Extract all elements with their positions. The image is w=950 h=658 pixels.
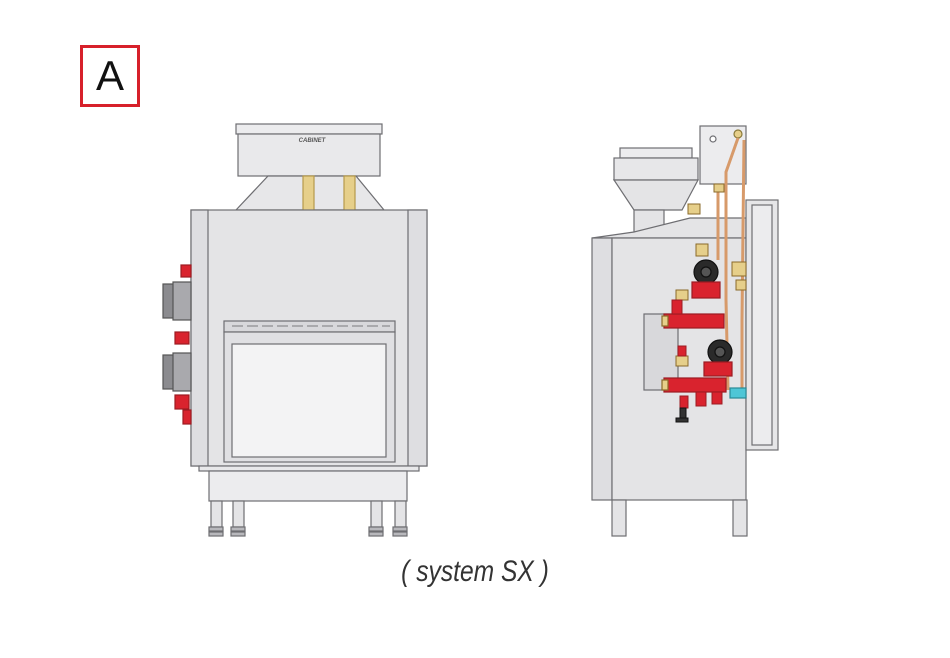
side-expansion-vent	[733, 129, 743, 139]
side-cyan-valve	[729, 387, 747, 399]
side-manifold-lower	[663, 377, 727, 393]
circulator-pump-icon	[691, 259, 721, 299]
side-hopper	[612, 179, 699, 211]
figure-caption: ( system SX )	[401, 555, 549, 588]
side-leg-front	[611, 499, 627, 537]
fireplace-side-icon	[591, 125, 779, 537]
side-expansion-knob	[709, 135, 717, 143]
side-collar	[613, 157, 699, 181]
side-collar-top	[619, 147, 693, 159]
brand-mark: CABINET	[299, 138, 327, 144]
side-body-top	[591, 217, 747, 239]
side-manifold-lower-end	[661, 379, 669, 391]
front-brass-pipe-left	[302, 175, 315, 213]
front-leg-feet	[208, 526, 408, 537]
side-rear-panel-inner	[751, 204, 773, 446]
front-body-left-strip	[190, 209, 209, 467]
side-pump-lower	[703, 339, 733, 377]
front-side-connections	[162, 264, 192, 425]
panel-label-box: A	[80, 45, 140, 107]
front-base	[208, 470, 408, 502]
side-manifold-upper	[663, 313, 725, 329]
front-door-glass	[231, 343, 387, 458]
fireplace-front-icon: CABINET	[162, 123, 428, 537]
side-manifold-upper-end	[661, 315, 669, 327]
front-brass-pipe-right	[343, 175, 356, 213]
front-legs	[210, 500, 407, 528]
front-base-lip	[198, 465, 420, 472]
front-body-right-strip	[407, 209, 428, 467]
side-red-valves	[671, 299, 723, 409]
side-body-front	[591, 237, 613, 501]
front-hood	[235, 123, 383, 135]
side-leg-rear	[732, 499, 748, 537]
panel-label: A	[95, 52, 124, 99]
side-drain-tap	[675, 407, 689, 423]
